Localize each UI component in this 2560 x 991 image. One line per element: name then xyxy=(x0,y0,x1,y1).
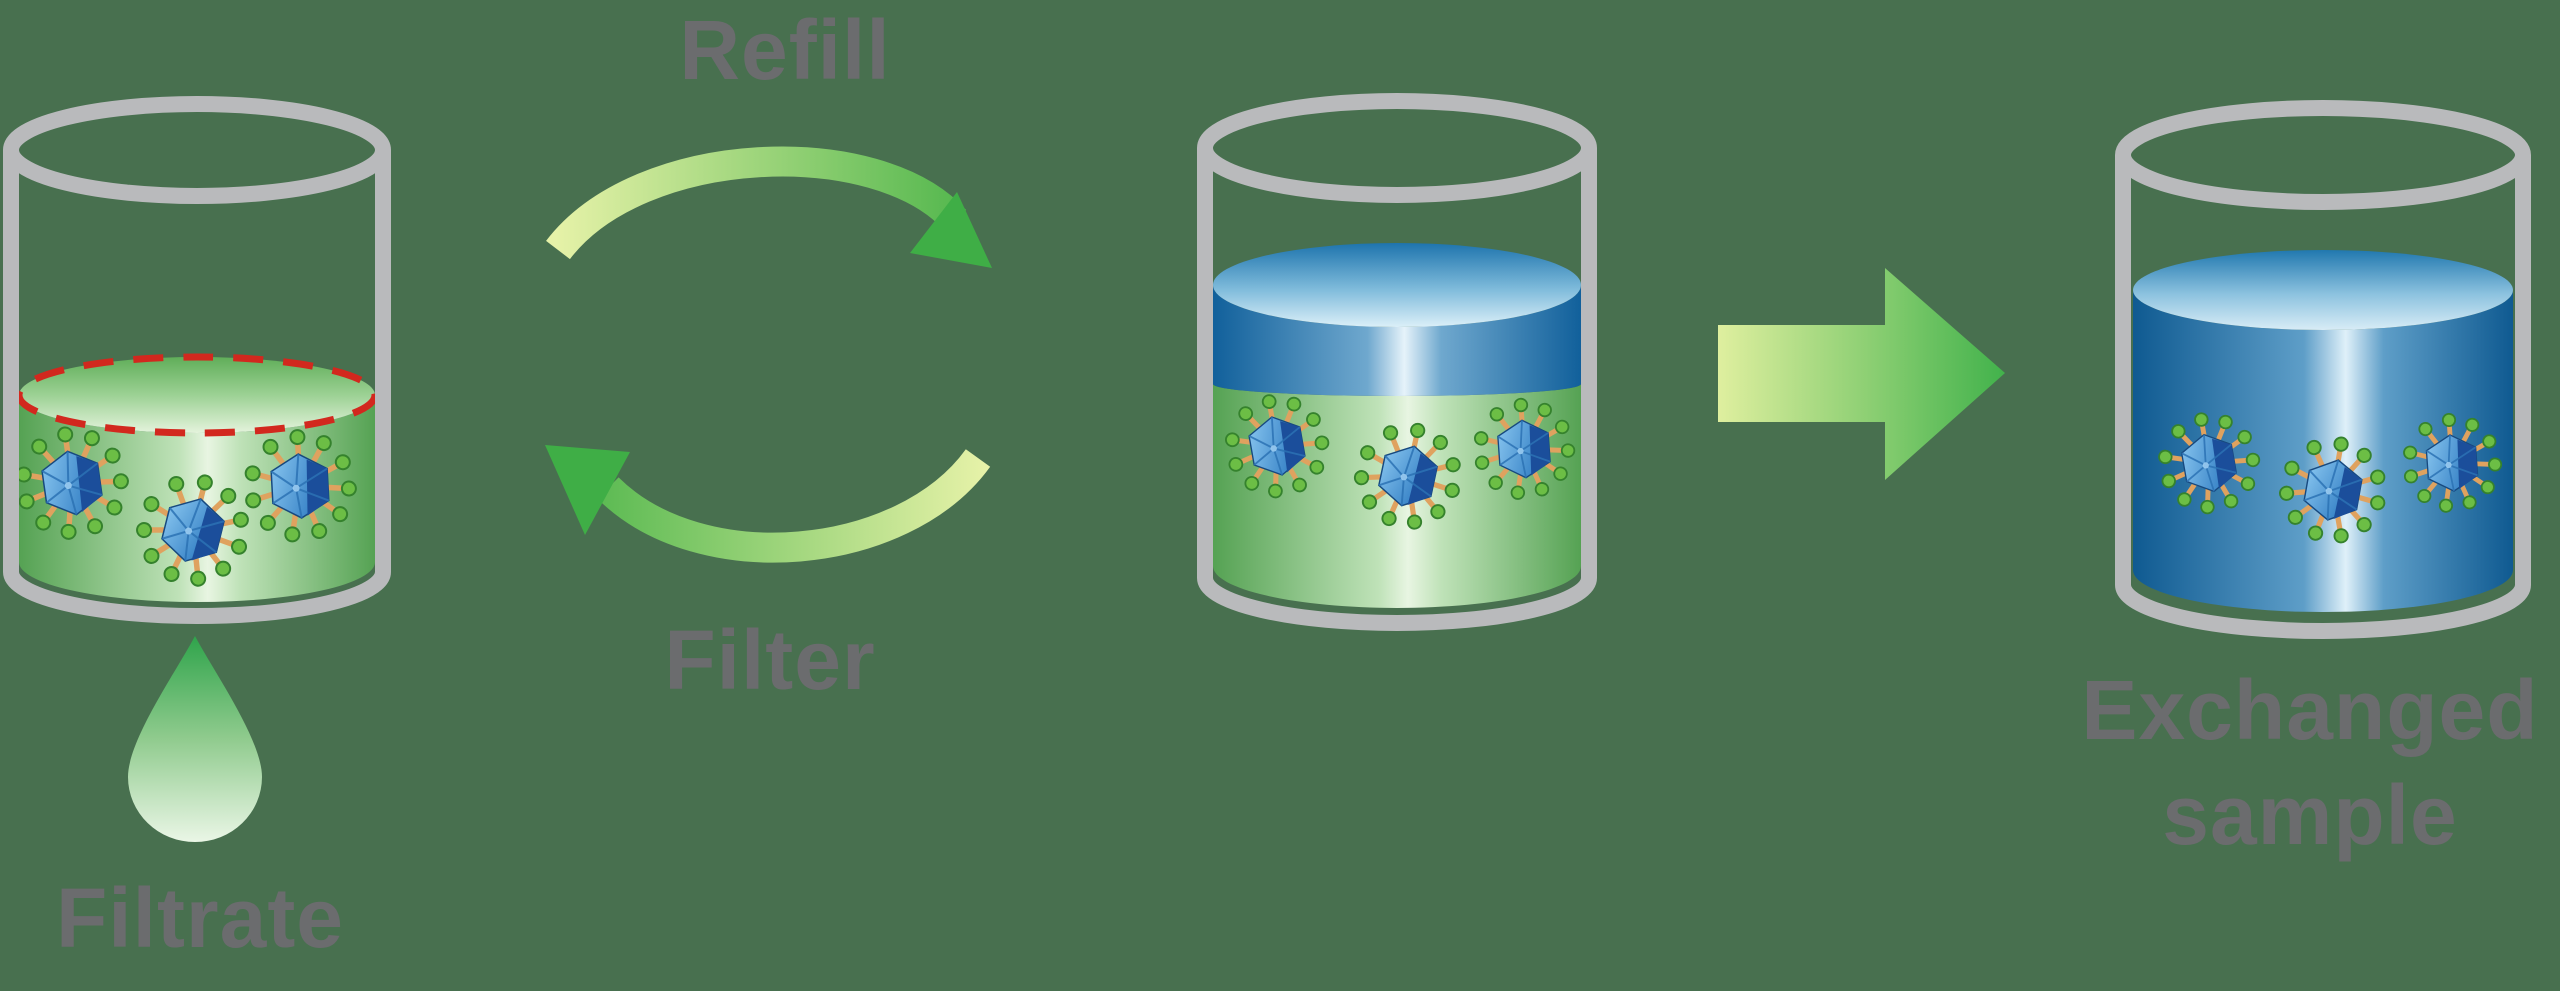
filter-label: Filter xyxy=(664,613,876,707)
glass-outline xyxy=(1197,93,1597,631)
exchanged-sample-label: Exchanged sample xyxy=(2081,663,2539,862)
filter-arrow xyxy=(545,445,991,563)
refill-arrow xyxy=(546,146,992,268)
filtrate-drop xyxy=(128,636,262,843)
green-liquid xyxy=(19,395,375,602)
exchange-arrow xyxy=(1718,268,2005,480)
glass-outline xyxy=(2115,100,2531,639)
liquid-surface xyxy=(2133,250,2513,330)
filtrate-label: Filtrate xyxy=(55,871,345,965)
refill-beaker xyxy=(1197,93,1597,631)
liquid-surface xyxy=(19,357,375,433)
refill-label: Refill xyxy=(679,3,891,97)
filtrate-beaker xyxy=(3,96,391,624)
liquid-surface xyxy=(1213,243,1581,327)
exchanged-sample-beaker xyxy=(2115,100,2531,639)
glass-outline xyxy=(3,96,391,624)
blue-liquid xyxy=(2133,290,2513,612)
blue-liquid xyxy=(1213,285,1581,396)
